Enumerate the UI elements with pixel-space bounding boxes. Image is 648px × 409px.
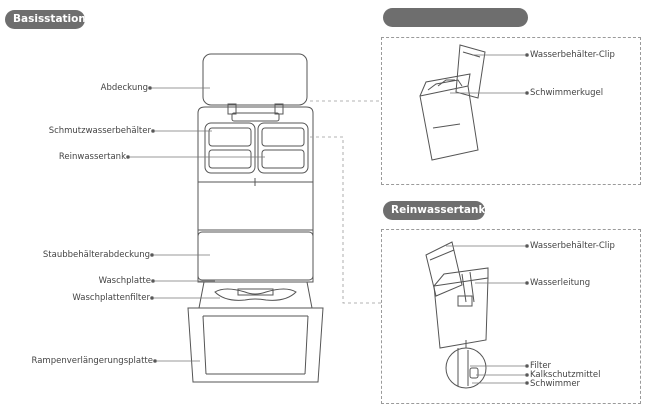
label-reinwassertank: Reinwassertank	[58, 152, 126, 162]
label-rampenverlaengerungsplatte: Rampenverlängerungsplatte	[31, 356, 153, 366]
label-top-clip: Wasserbehälter-Clip	[530, 50, 615, 60]
clean-water-tank	[257, 122, 309, 174]
label-filter: Filter	[530, 361, 552, 371]
section-title-top-right	[383, 8, 528, 27]
tank-top-shape	[419, 85, 479, 161]
label-schwimmerkugel: Schwimmerkugel	[530, 88, 604, 98]
detail-box-bottom	[381, 229, 641, 404]
dirty-water-tank	[204, 122, 256, 174]
zoom-circle	[445, 347, 487, 389]
section-title-basisstation: Basisstation S	[5, 10, 85, 29]
label-kalkschutzmittel: Kalkschutzmittel	[530, 370, 601, 380]
lid-shape	[202, 53, 308, 106]
label-waschplattenfilter: Waschplattenfilter	[72, 293, 150, 303]
tank-bottom-shape	[433, 277, 489, 349]
label-schmutzwasserbehaelter: Schmutzwasserbehälter	[48, 126, 151, 136]
label-schwimmer: Schwimmer	[530, 379, 581, 389]
dust-cover-shape	[197, 231, 314, 281]
section-title-reinwassertank: Reinwassertank	[383, 201, 485, 220]
label-bottom-clip: Wasserbehälter-Clip	[530, 241, 615, 251]
label-wasserleitung: Wasserleitung	[530, 278, 591, 288]
ramp-shape	[187, 307, 324, 383]
detail-box-top	[381, 37, 641, 185]
label-staubbehaelterabdeckung: Staubbehälterabdeckung	[42, 250, 150, 260]
label-waschplatte: Waschplatte	[98, 276, 151, 286]
tank-housing	[197, 106, 314, 183]
label-abdeckung: Abdeckung	[100, 83, 148, 93]
